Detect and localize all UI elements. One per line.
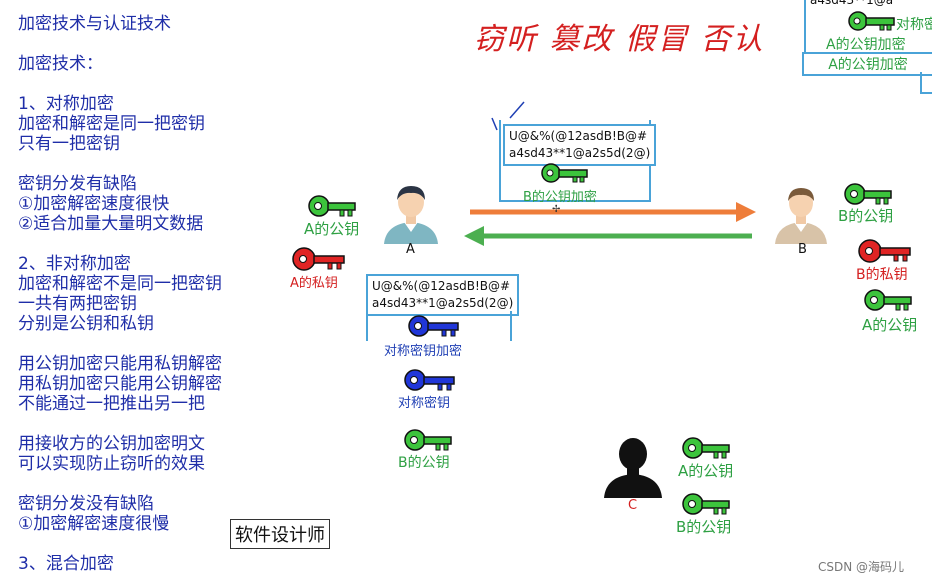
note-line: 密钥分发没有缺陷 [18, 494, 222, 514]
person-c-avatar [602, 436, 664, 498]
person-a-avatar [380, 182, 442, 244]
b-encrypted-package: U@&%(@12asdB!B@# a4sd43**1@a2s5d(2@) B的公… [499, 120, 651, 202]
green-key-icon [682, 492, 730, 516]
a-public-key-label: A的公钥 [304, 218, 359, 239]
handwritten-threats: 窃听 篡改 假冒 否认 [474, 14, 765, 58]
note-line: ①加密解密速度很快 [18, 194, 222, 214]
note-line: 只有一把密钥 [18, 134, 222, 154]
note-line: 用私钥加密只能用公钥解密 [18, 374, 222, 394]
note-line [18, 234, 222, 254]
note-line: ②适合加量大量明文数据 [18, 214, 222, 234]
b-public-key-label-mid: B的公钥 [398, 452, 450, 472]
a-public-key-encrypt-label-1: A的公钥加密 [826, 34, 906, 54]
symmetric-key-encrypt-label: 对称密钥加密 [384, 340, 462, 359]
person-c-label: C [628, 498, 637, 513]
course-stamp: 软件设计师 [230, 519, 330, 549]
note-line: 2、非对称加密 [18, 254, 222, 274]
green-key-icon [864, 288, 912, 312]
person-b-avatar [772, 184, 830, 244]
note-line: 3、混合加密 [18, 554, 222, 574]
a-private-key-label: A的私钥 [290, 272, 338, 291]
a-public-key-label-right: A的公钥 [862, 314, 917, 335]
partial-bracket [920, 72, 932, 94]
green-key-icon [308, 194, 356, 218]
note-line: 用接收方的公钥加密明文 [18, 434, 222, 454]
note-line: 可以实现防止窃听的效果 [18, 454, 222, 474]
b-public-key-label-c: B的公钥 [676, 516, 731, 537]
note-line: 1、对称加密 [18, 94, 222, 114]
b-public-key-label-right: B的公钥 [838, 205, 893, 226]
watermark: CSDN @海码儿 [818, 558, 904, 575]
note-line [18, 34, 222, 54]
note-line: 加密技术与认证技术 [18, 14, 222, 34]
note-line: 一共有两把密钥 [18, 294, 222, 314]
message-arrows [460, 196, 760, 248]
note-line: 不能通过一把推出另一把 [18, 394, 222, 414]
red-key-icon [858, 238, 912, 264]
person-a-label: A [406, 242, 415, 257]
blue-key-icon [408, 314, 460, 338]
cipher-text-partial: a4sd43**1@a [808, 0, 895, 9]
symmetric-key-label: 对称密钥 [398, 392, 450, 411]
notes-panel: 加密技术与认证技术加密技术： 1、对称加密加密和解密是同一把密钥只有一把密钥密钥分… [18, 14, 222, 574]
note-line: 用公钥加密只能用私钥解密 [18, 354, 222, 374]
person-b-label: B [798, 242, 807, 257]
green-key-icon [541, 162, 589, 184]
cipher-text-middle: U@&%(@12asdB!B@# a4sd43**1@a2s5d(2@) [366, 274, 519, 316]
green-key-icon [404, 428, 452, 452]
b-private-key-label: B的私钥 [856, 264, 908, 284]
pen-stroke [488, 100, 528, 132]
a-public-key-label-c: A的公钥 [678, 460, 733, 481]
cursor-mark: ✢ [552, 204, 560, 215]
green-key-icon [848, 10, 896, 32]
green-key-icon [682, 436, 730, 460]
box-bracket-right [510, 311, 512, 341]
note-line: 分别是公钥和私钥 [18, 314, 222, 334]
note-line [18, 534, 222, 554]
a-public-key-encrypt-label-2: A的公钥加密 [802, 52, 932, 76]
note-line: 密钥分发有缺陷 [18, 174, 222, 194]
note-line [18, 474, 222, 494]
blue-key-icon [404, 368, 456, 392]
note-line [18, 414, 222, 434]
note-line: ①加密解密速度很慢 [18, 514, 222, 534]
red-key-icon [292, 246, 346, 272]
note-line [18, 334, 222, 354]
note-line: 加密和解密不是同一把密钥 [18, 274, 222, 294]
note-line [18, 154, 222, 174]
green-key-icon [844, 182, 892, 206]
note-line [18, 74, 222, 94]
note-line: 加密技术： [18, 54, 222, 74]
note-line: 加密和解密是同一把密钥 [18, 114, 222, 134]
symmetric-partial-label: 对称密 [896, 14, 932, 34]
box-bracket-left [366, 311, 368, 341]
